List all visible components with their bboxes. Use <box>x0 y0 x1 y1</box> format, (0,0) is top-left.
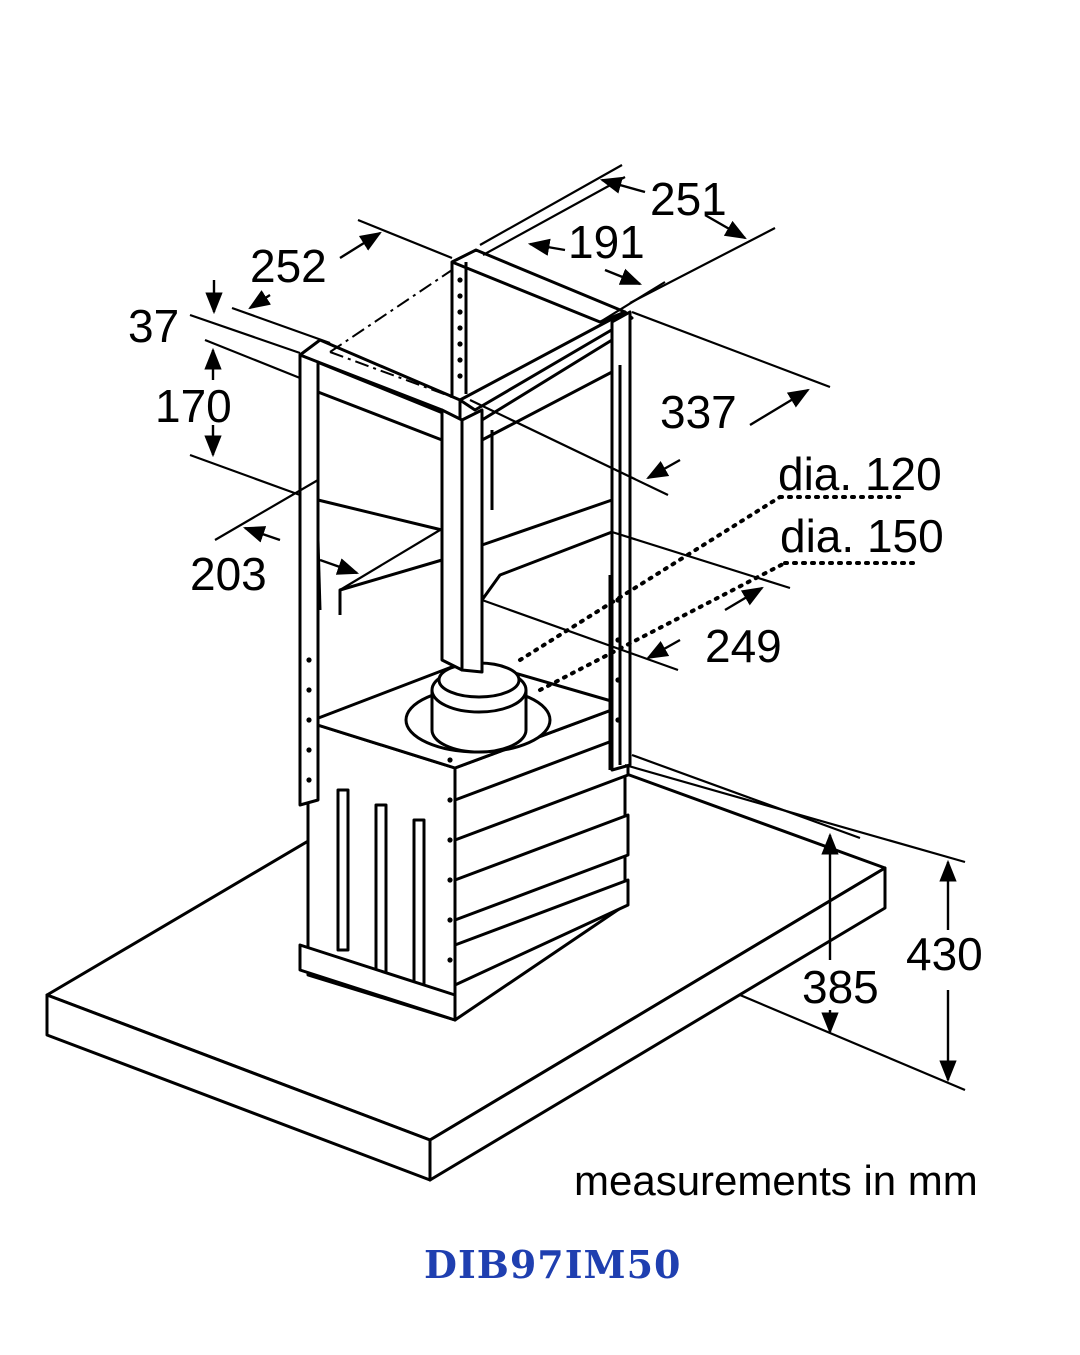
chimney-frame <box>298 248 634 807</box>
dimension-arrows <box>204 176 957 1083</box>
front-x-brace <box>317 498 444 615</box>
side-rail-top <box>481 338 614 442</box>
side-x-brace <box>480 498 614 601</box>
base-plate <box>298 943 457 1022</box>
duct-spigot <box>404 661 552 754</box>
dim-dia-120: dia. 120 <box>778 448 942 500</box>
vent-slot <box>374 803 388 977</box>
model-number: DIB97IM50 <box>424 1242 681 1287</box>
dim-191: 191 <box>568 216 645 268</box>
frame-top-side <box>458 310 634 412</box>
mounting-holes <box>306 277 621 963</box>
dim-249: 249 <box>705 620 782 672</box>
vent-slot <box>336 788 350 952</box>
frame-post-center <box>440 408 464 672</box>
dia120-leader <box>518 495 782 662</box>
canopy-side <box>428 866 887 1182</box>
duct-outlines <box>518 495 917 692</box>
dim-337: 337 <box>660 386 737 438</box>
side-band <box>453 813 630 922</box>
dim-203: 203 <box>190 548 267 600</box>
front-brace <box>316 539 322 611</box>
dim-251: 251 <box>650 173 727 225</box>
dia150-leader <box>538 561 787 692</box>
front-rail-top <box>317 360 444 442</box>
dim-dia-150: dia. 150 <box>780 510 944 562</box>
dim-37: 37 <box>128 300 179 352</box>
dimension-labels: 251 191 252 37 170 337 dia. 120 dia. 150… <box>128 173 983 1013</box>
vent-slot <box>412 818 426 992</box>
dim-385: 385 <box>802 961 879 1013</box>
dim-252: 252 <box>250 240 327 292</box>
frame-post-left <box>298 353 320 807</box>
frame-top-back <box>450 248 627 324</box>
dim-170: 170 <box>155 380 232 432</box>
side-band <box>453 878 630 987</box>
units-caption: measurements in mm <box>574 1157 978 1204</box>
dim-430: 430 <box>906 928 983 980</box>
hidden-edges <box>329 269 456 399</box>
side-band <box>453 733 630 842</box>
frame-post-center-side <box>460 408 484 674</box>
